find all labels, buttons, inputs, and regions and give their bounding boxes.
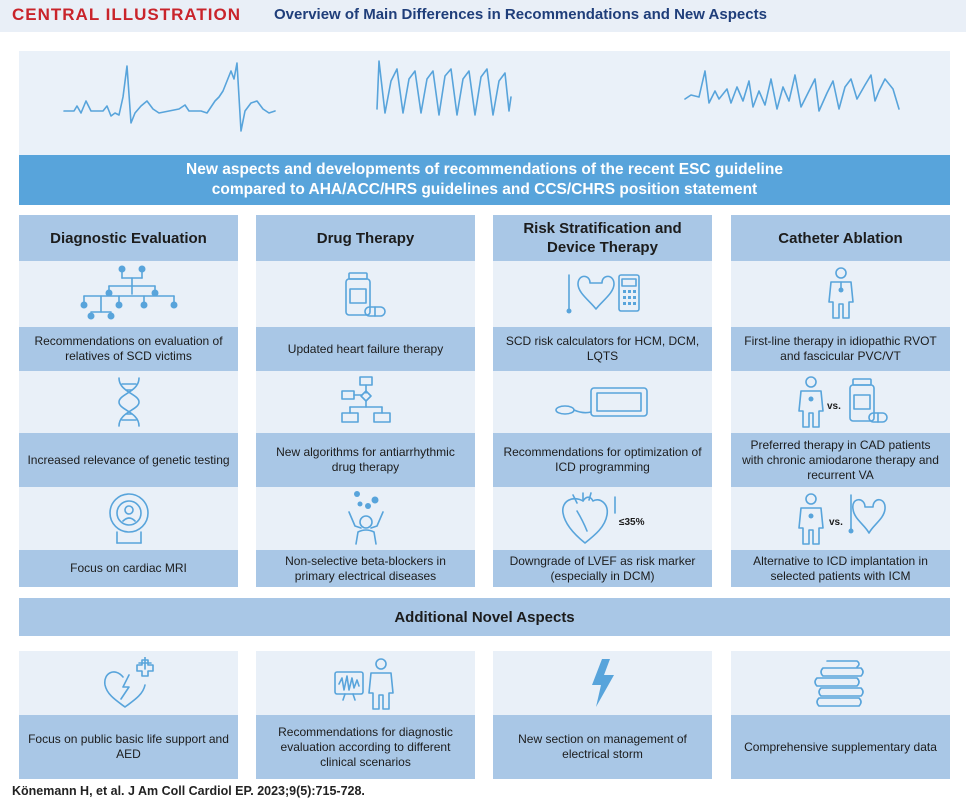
column-diagnostic-evaluation: Diagnostic Evaluation: [19, 215, 238, 587]
ecg-waveforms: [63, 60, 900, 132]
central-illustration-label: CENTRAL ILLUSTRATION: [12, 5, 242, 24]
column-item-text: First-line therapy in idiopathic RVOT an…: [731, 327, 950, 371]
additional-aspects-title: Additional Novel Aspects: [19, 598, 950, 636]
column-item-text: Recommendations on evaluation of relativ…: [19, 327, 238, 371]
ecg-vf-trace: [684, 70, 900, 112]
lvef-threshold-label: ≤35%: [619, 517, 645, 528]
page-title: Overview of Main Differences in Recommen…: [274, 6, 767, 23]
column-item-text: Recommendations for optimization of ICD …: [493, 433, 712, 487]
ecg-sinus-trace: [63, 62, 276, 132]
ecg-vt-trace: [376, 60, 512, 116]
icd-programmer-icon: [493, 371, 712, 433]
family-tree-icon: [19, 261, 238, 327]
ablation-person-icon: [731, 261, 950, 327]
additional-item-text: New section on management of electrical …: [493, 715, 712, 779]
dna-icon: [19, 371, 238, 433]
risk-calculator-icon: [493, 261, 712, 327]
column-item-text: Non-selective beta-blockers in primary e…: [256, 550, 475, 587]
column-title: Diagnostic Evaluation: [19, 215, 238, 261]
aed-heart-icon: [19, 651, 238, 715]
column-item-text: Preferred therapy in CAD patients with c…: [731, 433, 950, 487]
ablation-vs-drug-icon: vs.: [731, 371, 950, 433]
books-icon: [731, 651, 950, 715]
versus-label: vs.: [827, 401, 841, 412]
additional-item-aed: Focus on public basic life support and A…: [19, 651, 238, 779]
additional-item-storm: New section on management of electrical …: [493, 651, 712, 779]
additional-item-diagnostic: Recommendations for diagnostic evaluatio…: [256, 651, 475, 779]
header-bar: [0, 0, 966, 32]
lightning-icon: [493, 651, 712, 715]
additional-item-text: Comprehensive supplementary data: [731, 715, 950, 779]
column-title: Risk Stratification and Device Therapy: [493, 215, 712, 261]
column-item-text: Increased relevance of genetic testing: [19, 433, 238, 487]
column-drug-therapy: Drug Therapy Updated heart failure thera…: [256, 215, 475, 587]
column-risk-stratification: Risk Stratification and Device Therapy S…: [493, 215, 712, 587]
column-catheter-ablation: Catheter Ablation First-line therapy in …: [731, 215, 950, 587]
column-item-text: Updated heart failure therapy: [256, 327, 475, 371]
additional-item-text: Recommendations for diagnostic evaluatio…: [256, 715, 475, 779]
heart-lvef-icon: ≤35%: [493, 487, 712, 550]
versus-label: vs.: [829, 517, 843, 528]
column-item-text: SCD risk calculators for HCM, DCM, LQTS: [493, 327, 712, 371]
comparison-banner: New aspects and developments of recommen…: [19, 155, 950, 205]
column-item-text: Focus on cardiac MRI: [19, 550, 238, 587]
ecg-panel: [19, 51, 950, 155]
ablation-vs-icd-icon: vs.: [731, 487, 950, 550]
citation: Könemann H, et al. J Am Coll Cardiol EP.…: [12, 784, 365, 798]
mri-scanner-icon: [19, 487, 238, 550]
pill-bottle-icon: [256, 261, 475, 327]
banner-line-2: compared to AHA/ACC/HRS guidelines and C…: [211, 181, 758, 198]
column-title: Drug Therapy: [256, 215, 475, 261]
beta-blocker-person-icon: [256, 487, 475, 550]
column-title: Catheter Ablation: [731, 215, 950, 261]
additional-item-text: Focus on public basic life support and A…: [19, 715, 238, 779]
flowchart-icon: [256, 371, 475, 433]
additional-item-supplementary: Comprehensive supplementary data: [731, 651, 950, 779]
monitor-person-icon: [256, 651, 475, 715]
column-item-text: Downgrade of LVEF as risk marker (especi…: [493, 550, 712, 587]
column-item-text: New algorithms for antiarrhythmic drug t…: [256, 433, 475, 487]
column-item-text: Alternative to ICD implantation in selec…: [731, 550, 950, 587]
banner-line-1: New aspects and developments of recommen…: [186, 161, 783, 178]
